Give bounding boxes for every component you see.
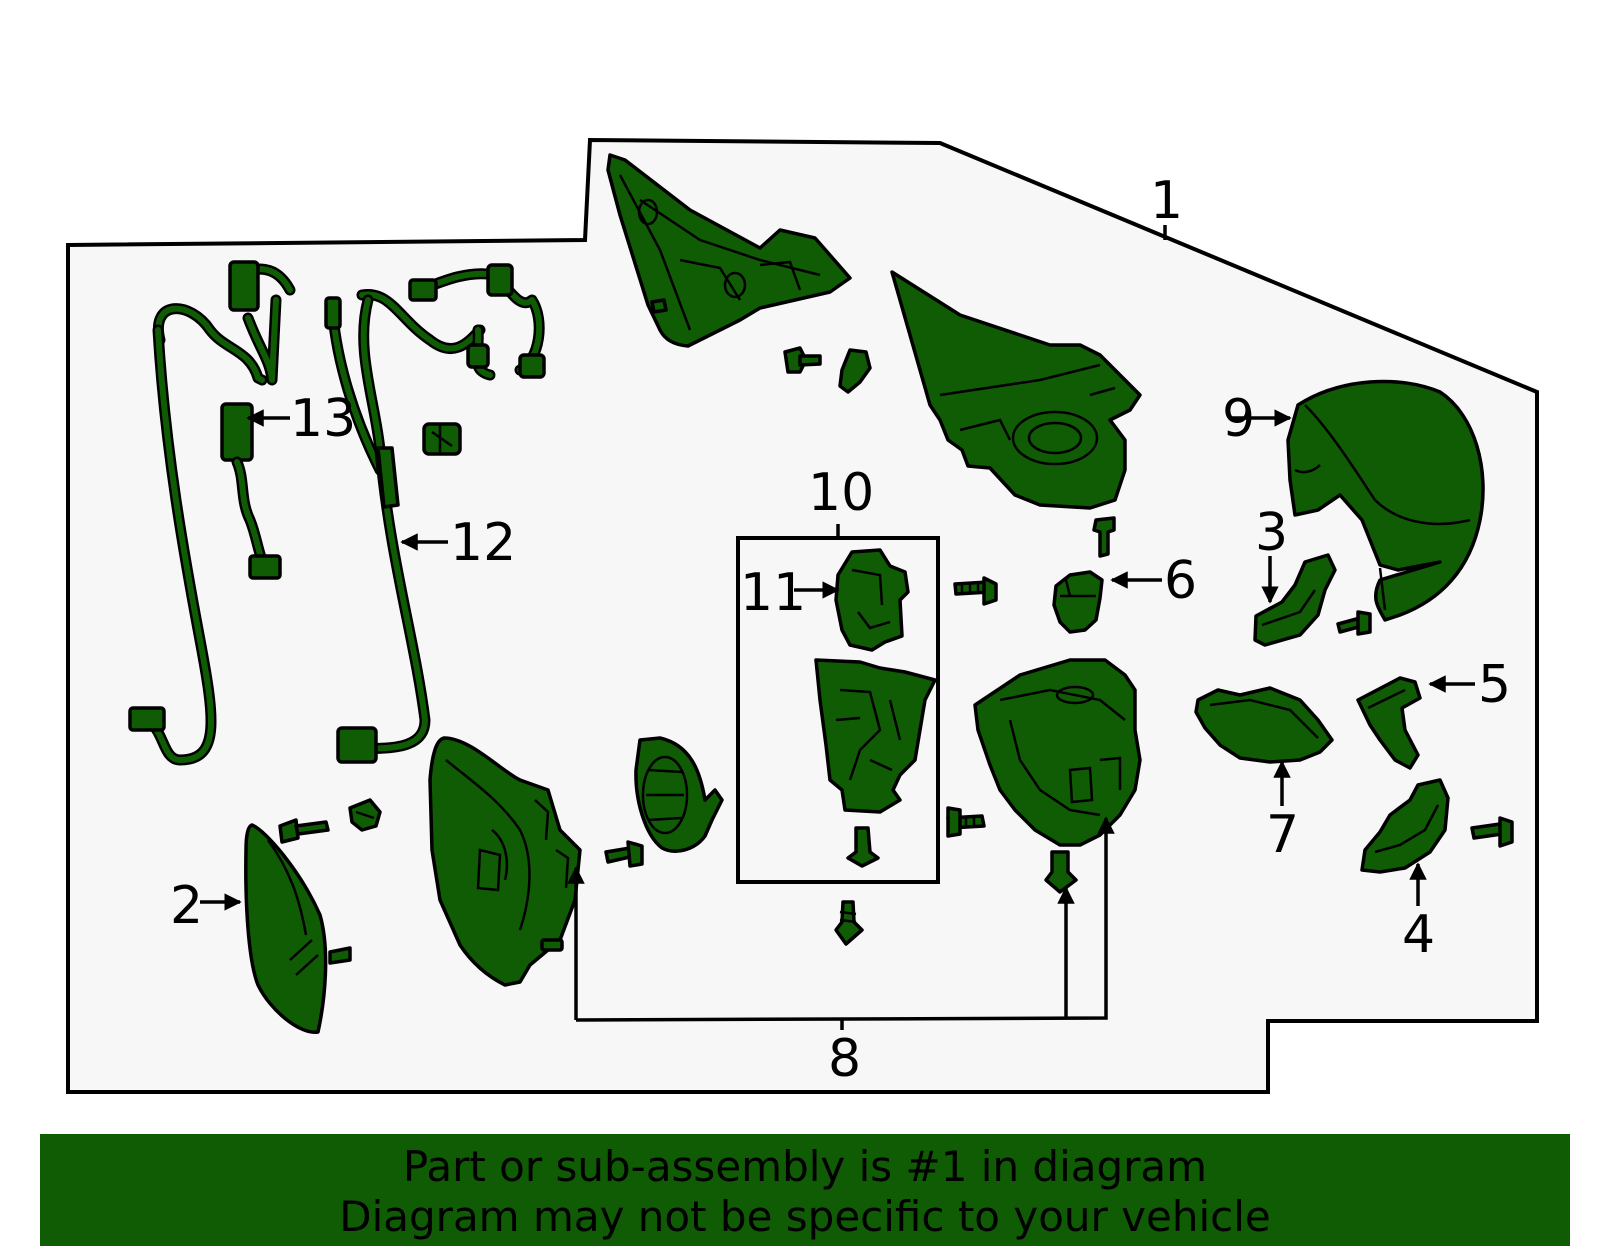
callout-11: 11 — [740, 563, 806, 623]
callout-6: 6 — [1164, 551, 1197, 611]
callout-3: 3 — [1255, 503, 1288, 563]
screw-part-4[interactable] — [1470, 816, 1514, 848]
harness-part-12[interactable] — [324, 263, 546, 764]
mirror-base-plate[interactable] — [890, 270, 1142, 510]
leader-lines — [200, 225, 1475, 1030]
screw-part-3[interactable] — [1336, 610, 1372, 636]
callout-7: 7 — [1266, 805, 1299, 865]
callout-labels: 1 2 3 4 5 6 7 8 9 10 11 12 13 — [170, 171, 1511, 1089]
mirror-motor[interactable] — [634, 736, 724, 853]
callout-13: 13 — [290, 389, 356, 449]
mirror-cover-part-9[interactable] — [1286, 379, 1485, 622]
callout-8: 8 — [828, 1029, 861, 1089]
turn-signal-part-3[interactable] — [1253, 553, 1337, 647]
banner-line-2: Diagram may not be specific to your vehi… — [339, 1192, 1271, 1241]
power-fold-unit-part-11[interactable] — [834, 548, 910, 652]
lamp-part-4[interactable] — [1360, 778, 1450, 874]
actuator-assembly[interactable] — [814, 658, 937, 814]
nut-top[interactable] — [838, 348, 872, 394]
mirror-bracket-top[interactable] — [606, 153, 852, 348]
screw-inside-box[interactable] — [846, 826, 880, 868]
lower-cover-part-7[interactable] — [1194, 686, 1334, 764]
callout-5: 5 — [1478, 655, 1511, 715]
harness-part-13[interactable] — [220, 260, 296, 580]
disclaimer-banner: Part or sub-assembly is #1 in diagram Di… — [40, 1134, 1570, 1246]
cam-part-6[interactable] — [1052, 570, 1104, 634]
harness-long[interactable] — [128, 303, 268, 766]
screw-part-8b[interactable] — [1044, 850, 1078, 894]
mirror-glass-part-2[interactable] — [244, 823, 352, 1034]
bracket-part-5[interactable] — [1356, 676, 1422, 770]
banner-line-1: Part or sub-assembly is #1 in diagram — [402, 1142, 1208, 1191]
callout-4: 4 — [1402, 905, 1435, 965]
callout-12: 12 — [450, 513, 516, 573]
screw-small-3[interactable] — [953, 576, 998, 606]
callout-9: 9 — [1222, 389, 1255, 449]
callout-1: 1 — [1150, 171, 1183, 231]
screw-part-6[interactable] — [1092, 516, 1116, 558]
screw-top-1[interactable] — [783, 346, 822, 374]
screw-small-1[interactable] — [278, 818, 330, 844]
callout-2: 2 — [170, 876, 203, 936]
screw-below-box[interactable] — [834, 900, 864, 946]
screw-small-4[interactable] — [946, 806, 986, 838]
housing-body[interactable] — [973, 658, 1142, 847]
callout-10: 10 — [808, 463, 874, 523]
housing-base-part-8[interactable] — [428, 736, 582, 987]
clip-small-1[interactable] — [348, 798, 382, 832]
screw-small-2[interactable] — [604, 840, 644, 868]
